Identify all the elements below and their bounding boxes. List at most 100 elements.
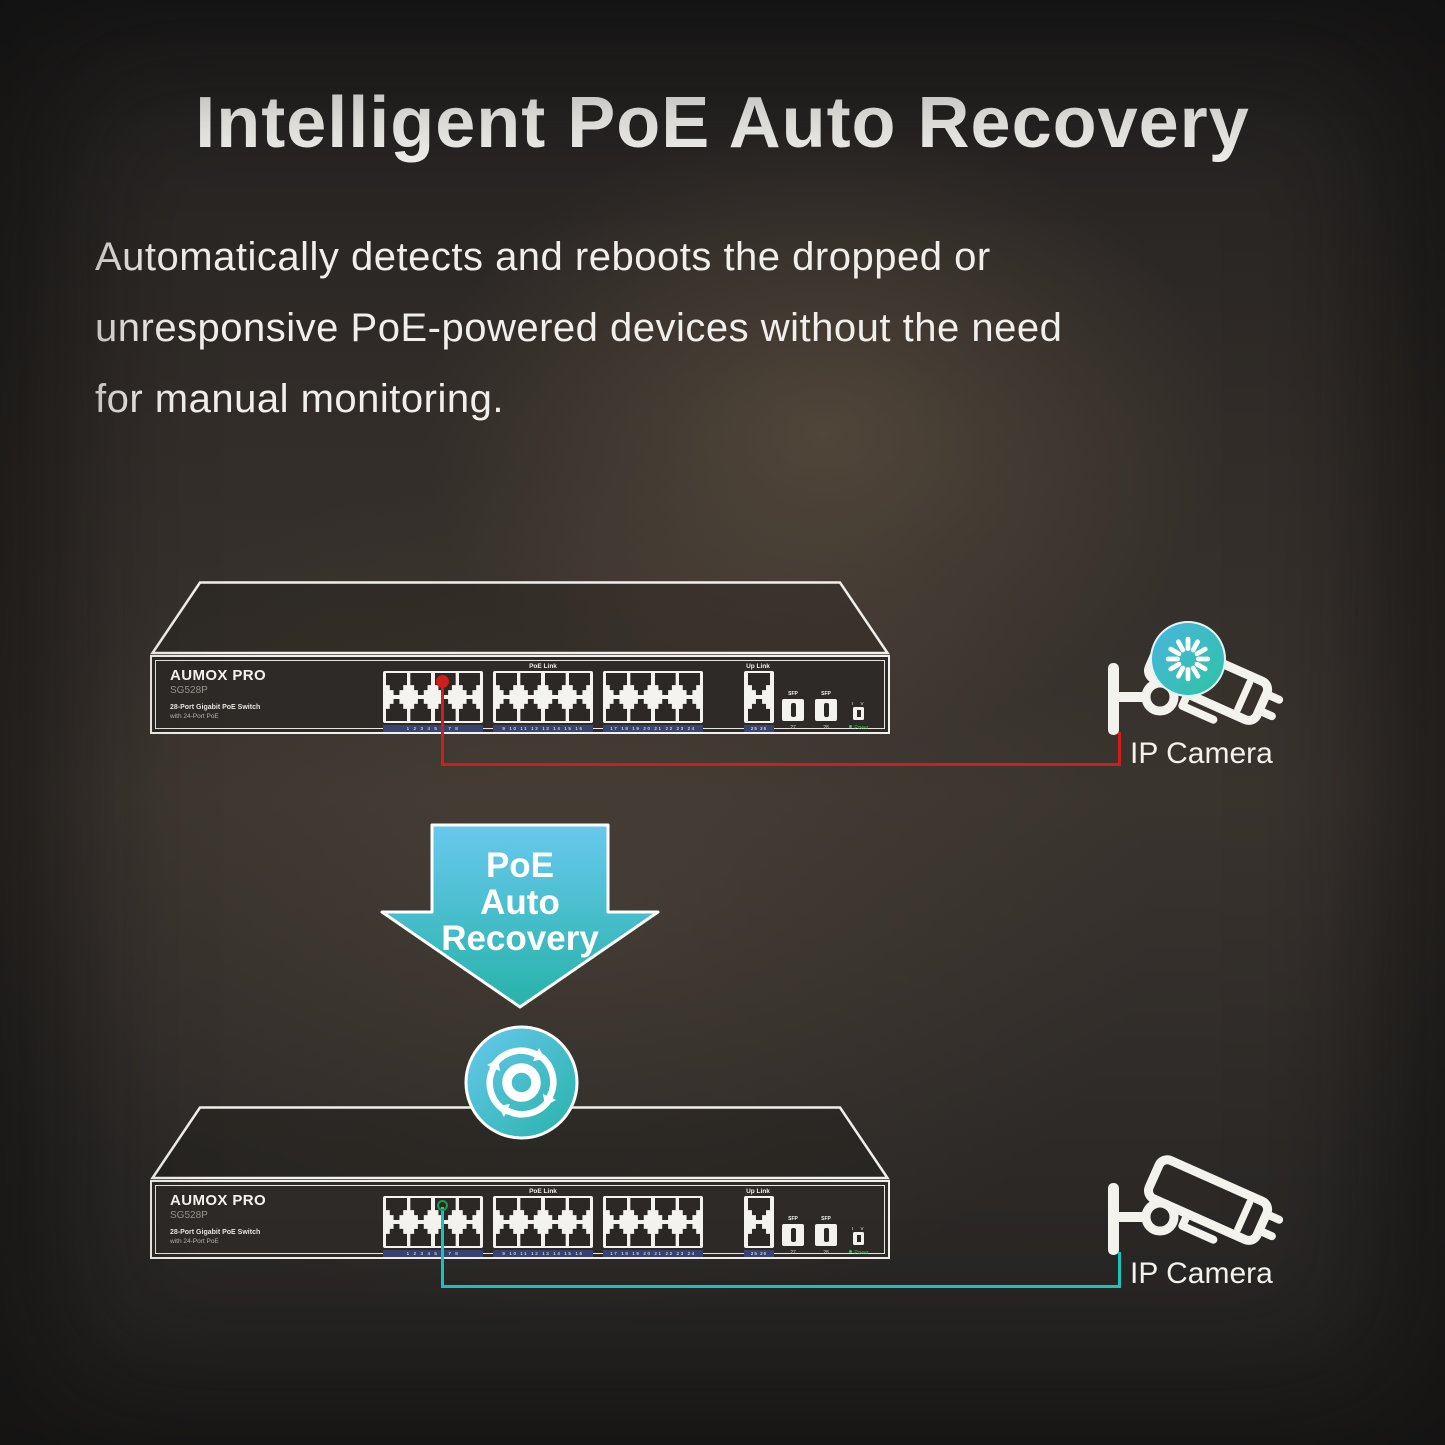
power-marks: I V — [852, 1226, 867, 1231]
rj45-port — [520, 1198, 542, 1220]
rj45-port — [458, 1198, 480, 1220]
power-switch-notch — [856, 710, 861, 717]
power-switch — [853, 1232, 864, 1245]
port-column — [458, 1198, 480, 1246]
arrow-label-line3: Recovery — [441, 919, 599, 958]
description-line: Automatically detects and reboots the dr… — [95, 235, 991, 279]
rj45-port — [654, 1198, 676, 1220]
rj45-port — [568, 1224, 590, 1246]
rj45-port — [386, 1224, 407, 1246]
rj45-port — [410, 1224, 432, 1246]
cable-teal-riser — [1118, 1252, 1121, 1288]
rj45-port — [606, 699, 627, 721]
cable-teal-vertical — [441, 1207, 444, 1288]
model-label: SG528P — [170, 685, 208, 696]
uplink-port — [748, 1198, 770, 1220]
page-title: Intelligent PoE Auto Recovery — [195, 83, 1250, 163]
rj45-port — [568, 699, 590, 721]
port-column — [568, 1198, 590, 1246]
dropped-port-dot — [436, 675, 449, 688]
port-numbers: 9 10 11 12 13 14 15 16 — [493, 725, 593, 732]
rj45-port — [678, 1198, 700, 1220]
port-column — [544, 1198, 566, 1246]
port-column — [386, 1198, 407, 1246]
uplink-port — [748, 1224, 770, 1246]
uplink-label: Up Link — [746, 1188, 770, 1195]
sfp-label: SFP — [788, 691, 798, 697]
uplink-port — [748, 699, 770, 721]
network-switch-top: AUMOX PRO SG528P 28-Port Gigabit PoE Swi… — [150, 581, 890, 735]
rj45-port — [654, 699, 676, 721]
rj45-port — [630, 699, 652, 721]
rj45-port — [410, 673, 432, 695]
loading-badge — [1150, 621, 1226, 697]
power-switch — [853, 707, 864, 720]
port-group — [493, 671, 593, 723]
rj45-port — [544, 1224, 566, 1246]
port-group — [383, 671, 483, 723]
sfp-label: SFP — [788, 1216, 798, 1222]
rj45-port — [458, 699, 480, 721]
port-column — [544, 673, 566, 721]
description: Automatically detects and reboots the dr… — [95, 222, 1385, 435]
rj45-port — [386, 1198, 407, 1220]
port-numbers: 17 18 19 20 21 22 23 24 — [603, 725, 703, 732]
switch-front-panel: AUMOX PRO SG528P 28-Port Gigabit PoE Swi… — [150, 1180, 890, 1259]
rj45-port — [496, 1198, 517, 1220]
port-column — [630, 673, 652, 721]
sfp-slot — [790, 703, 796, 717]
sfp-port — [782, 1224, 804, 1246]
port-group — [603, 1196, 703, 1248]
model-label: SG528P — [170, 1210, 208, 1221]
sfp-number: 27 — [790, 725, 796, 731]
rj45-port — [568, 1198, 590, 1220]
rj45-port — [386, 699, 407, 721]
power-switch-notch — [856, 1235, 861, 1242]
rj45-port — [606, 1198, 627, 1220]
poe-auto-recovery-arrow: PoE Auto Recovery — [380, 823, 660, 1009]
rj45-port — [496, 1224, 517, 1246]
switch-subtitle-2: with 24-Port PoE — [170, 713, 219, 720]
power-label: Power — [844, 1250, 874, 1256]
port-column — [520, 1198, 542, 1246]
port-numbers: 1 2 3 4 5 6 7 8 — [383, 1250, 483, 1257]
ip-camera-label: IP Camera — [1130, 1257, 1273, 1290]
port-column — [496, 1198, 517, 1246]
rj45-port — [458, 673, 480, 695]
port-column — [520, 673, 542, 721]
refresh-cycle-icon — [487, 1048, 556, 1117]
sfp-port — [815, 1224, 837, 1246]
port-group — [603, 671, 703, 723]
port-column — [386, 673, 407, 721]
rj45-port — [496, 699, 517, 721]
rj45-port — [630, 673, 652, 695]
uplink-port-block — [744, 1196, 774, 1248]
rj45-port — [568, 673, 590, 695]
port-column — [678, 673, 700, 721]
switch-subtitle-1: 28-Port Gigabit PoE Switch — [170, 704, 261, 711]
recovery-circle — [464, 1025, 579, 1140]
rj45-port — [544, 673, 566, 695]
cable-red-riser — [1118, 732, 1121, 766]
rj45-port — [544, 699, 566, 721]
power-label: Power — [844, 725, 874, 731]
rj45-port — [630, 1224, 652, 1246]
sfp-port — [782, 699, 804, 721]
rj45-port — [520, 1224, 542, 1246]
sfp-number: 27 — [790, 1250, 796, 1256]
rj45-port — [654, 1224, 676, 1246]
port-column — [410, 673, 432, 721]
sfp-port — [815, 699, 837, 721]
arrow-label-line2: Auto — [480, 883, 560, 922]
port-numbers: 17 18 19 20 21 22 23 24 — [603, 1250, 703, 1257]
rj45-port — [678, 1224, 700, 1246]
rj45-port — [434, 1224, 456, 1246]
rj45-port — [544, 1198, 566, 1220]
ip-camera-top: IP Camera — [1098, 593, 1303, 803]
rj45-port — [520, 673, 542, 695]
sfp-label: SFP — [821, 691, 831, 697]
cctv-camera-icon — [1108, 635, 1284, 735]
poe-link-label: PoE Link — [529, 1188, 557, 1195]
uplink-label: Up Link — [746, 663, 770, 670]
